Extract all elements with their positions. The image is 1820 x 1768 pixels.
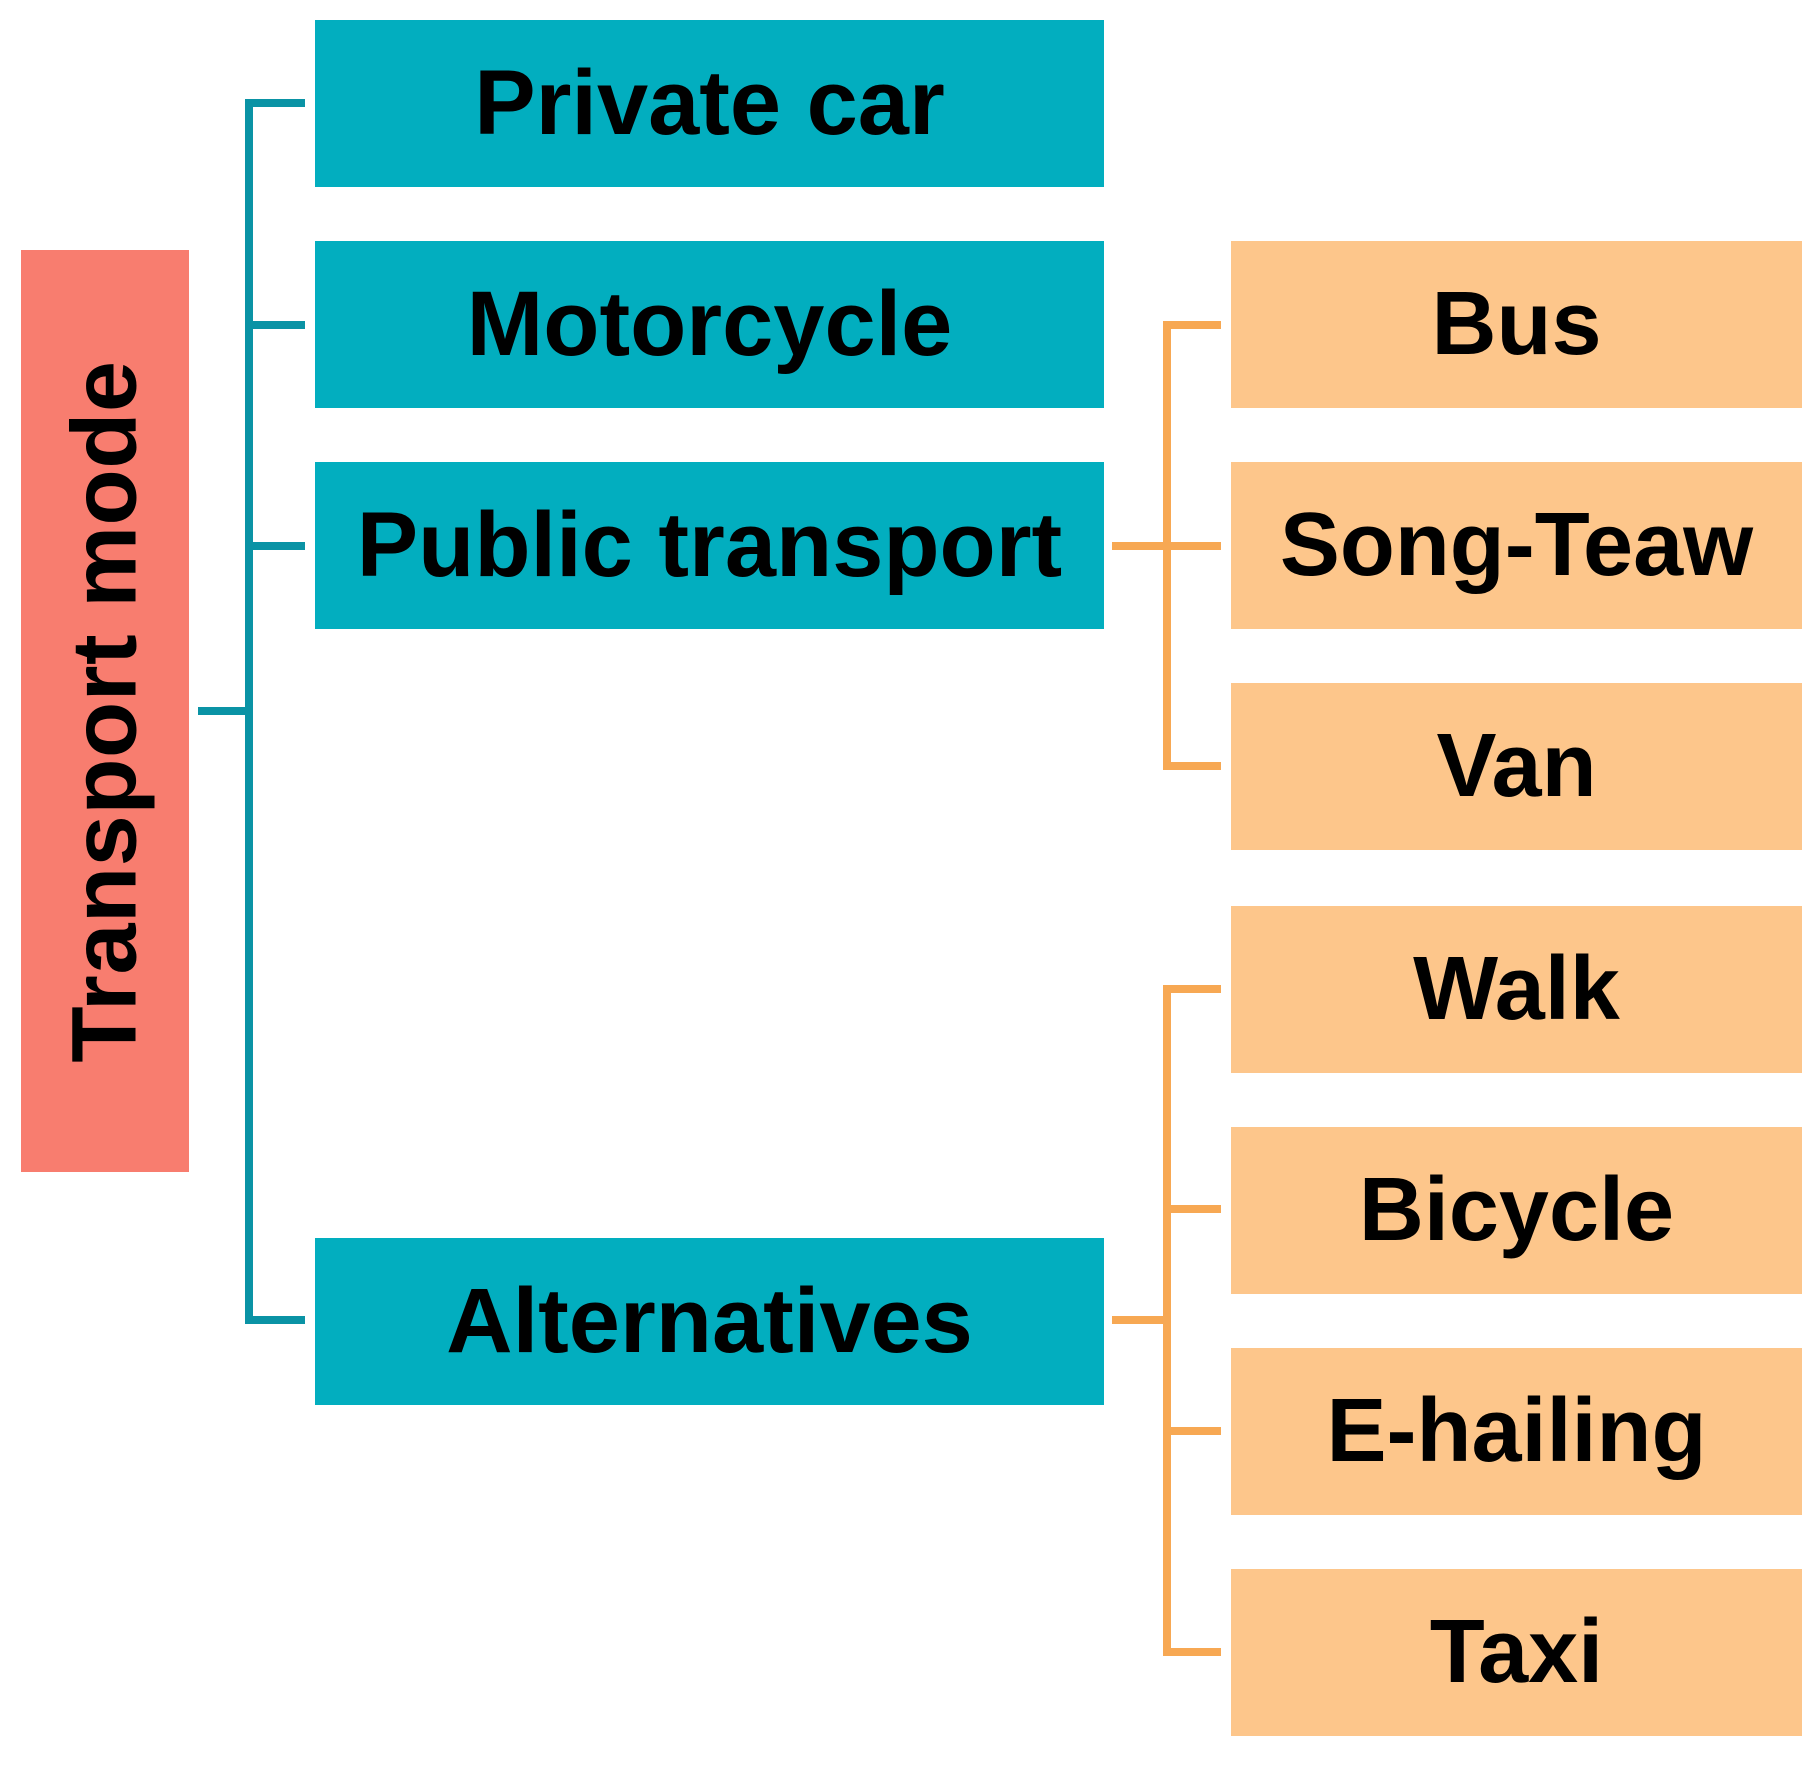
category-label: Alternatives — [446, 1270, 973, 1372]
mode-walk: Walk — [1231, 906, 1802, 1073]
mode-song-teaw: Song-Teaw — [1231, 462, 1802, 629]
mode-van: Van — [1231, 683, 1802, 850]
public-transport-connector — [1112, 321, 1221, 770]
mode-label: Taxi — [1429, 1602, 1604, 1702]
mode-e-hailing: E-hailing — [1231, 1348, 1802, 1515]
category-public-transport: Public transport — [315, 462, 1104, 629]
mode-bicycle: Bicycle — [1231, 1127, 1802, 1294]
mode-label: E-hailing — [1326, 1381, 1707, 1481]
category-label: Public transport — [356, 494, 1063, 596]
mode-label: Van — [1436, 716, 1597, 816]
mode-label: Bicycle — [1358, 1160, 1675, 1260]
category-label: Private car — [474, 52, 945, 154]
alternatives-connector — [1112, 985, 1221, 1656]
category-motorcycle: Motorcycle — [315, 241, 1104, 408]
mode-label: Song-Teaw — [1279, 495, 1754, 595]
mode-bus: Bus — [1231, 241, 1802, 408]
root-node-label: Transport mode — [53, 359, 156, 1063]
category-private-car: Private car — [315, 20, 1104, 187]
category-label: Motorcycle — [466, 273, 953, 375]
root-connector — [198, 99, 305, 1324]
mode-label: Walk — [1413, 939, 1620, 1039]
category-alternatives: Alternatives — [315, 1238, 1104, 1405]
root-node-transport-mode: Transport mode — [21, 250, 189, 1172]
mode-taxi: Taxi — [1231, 1569, 1802, 1736]
mode-label: Bus — [1431, 274, 1602, 374]
